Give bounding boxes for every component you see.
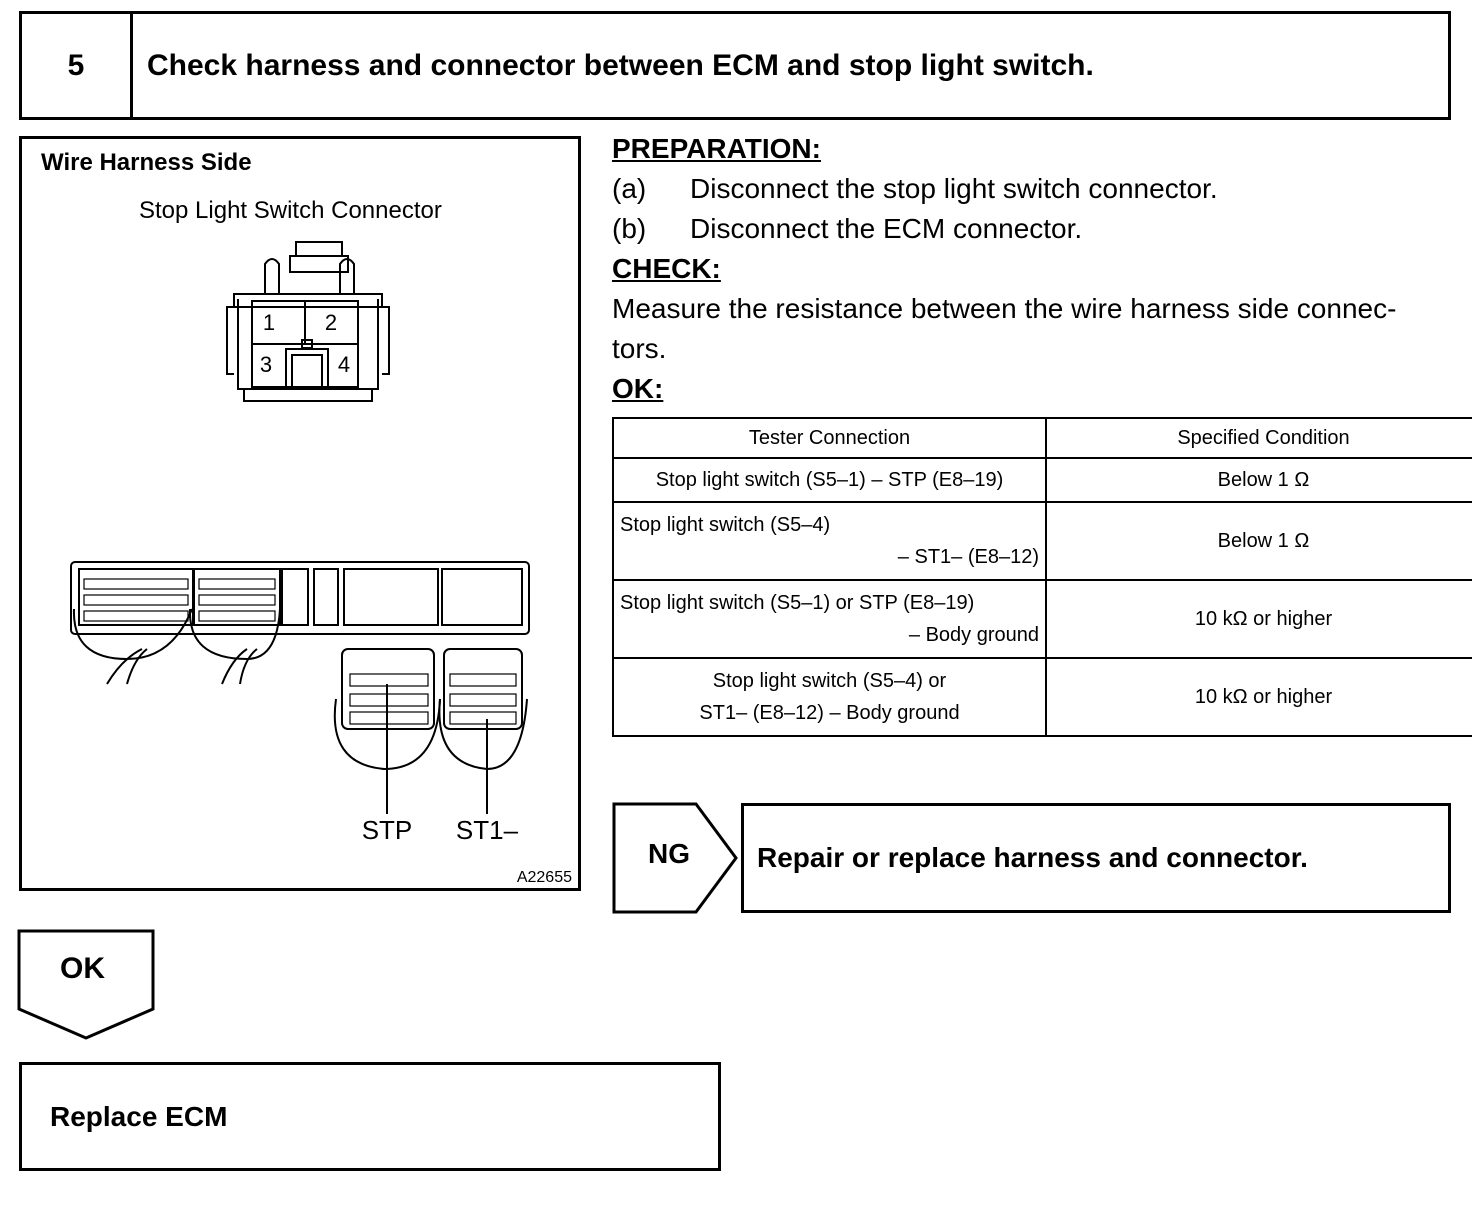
ng-action-box: Repair or replace harness and connector. — [741, 803, 1451, 913]
table-row: Stop light switch (S5–1) or STP (E8–19)–… — [612, 579, 1472, 659]
ok-heading: OK: — [612, 373, 664, 404]
tester-connection-cell: Stop light switch (S5–4)– ST1– (E8–12) — [612, 501, 1047, 581]
ok-action-box: Replace ECM — [19, 1062, 721, 1171]
step-title: Check harness and connector between ECM … — [147, 48, 1094, 82]
check-heading: CHECK: — [612, 253, 721, 284]
pin-3-label: 3 — [260, 352, 272, 377]
step-text: Disconnect the ECM connector. — [690, 213, 1083, 244]
specified-condition-cell: Below 1 Ω — [1045, 501, 1472, 581]
step-label: (a) — [612, 173, 647, 204]
pin-1-label: 1 — [263, 310, 275, 335]
step-number: 5 — [22, 14, 133, 117]
specification-table: Tester Connection Specified Condition St… — [612, 417, 1472, 737]
stop-light-switch-connector-shape — [226, 241, 390, 402]
table-row: Stop light switch (S5–4)– ST1– (E8–12) B… — [612, 501, 1472, 581]
ecm-shape — [70, 561, 530, 814]
step-text: Disconnect the stop light switch connect… — [690, 173, 1218, 204]
specified-condition-cell: 10 kΩ or higher — [1045, 657, 1472, 737]
check-text-line-2: tors. — [612, 333, 667, 364]
preparation-step-a: (a) Disconnect the stop light switch conn… — [612, 173, 1218, 205]
specified-condition-cell: Below 1 Ω — [1045, 457, 1472, 503]
step-label: (b) — [612, 213, 647, 244]
connector-drawing: 1 2 3 4 STP ST1– A22655 — [70, 241, 572, 886]
header-tester-connection: Tester Connection — [612, 417, 1047, 459]
tester-connection-cell: Stop light switch (S5–1) or STP (E8–19)–… — [612, 579, 1047, 659]
ng-label: NG — [648, 838, 690, 869]
specified-condition-cell: 10 kΩ or higher — [1045, 579, 1472, 659]
ok-arrow-shape — [17, 929, 155, 1040]
check-text-line-1: Measure the resistance between the wire … — [612, 293, 1397, 324]
tester-connection-cell: Stop light switch (S5–1) – STP (E8–19) — [612, 457, 1047, 503]
table-row: Stop light switch (S5–1) – STP (E8–19) B… — [612, 457, 1472, 503]
preparation-step-b: (b) Disconnect the ECM connector. — [612, 213, 1082, 245]
ng-arrow-shape — [612, 802, 738, 914]
figure-id: A22655 — [517, 869, 572, 886]
pin-4-label: 4 — [338, 352, 350, 377]
header-specified-condition: Specified Condition — [1045, 417, 1472, 459]
stp-terminal-label: STP — [362, 815, 413, 845]
st1-terminal-label: ST1– — [456, 815, 519, 845]
step-header: 5 Check harness and connector between EC… — [19, 11, 1451, 120]
connector-diagram: Wire Harness Side Stop Light Switch Conn… — [19, 136, 581, 891]
ok-label: OK — [60, 952, 105, 985]
figure-subtitle: Stop Light Switch Connector — [139, 197, 442, 224]
preparation-heading: PREPARATION: — [612, 133, 821, 164]
table-header-row: Tester Connection Specified Condition — [612, 417, 1472, 459]
figure-title: Wire Harness Side — [41, 149, 252, 176]
pin-2-label: 2 — [325, 310, 337, 335]
